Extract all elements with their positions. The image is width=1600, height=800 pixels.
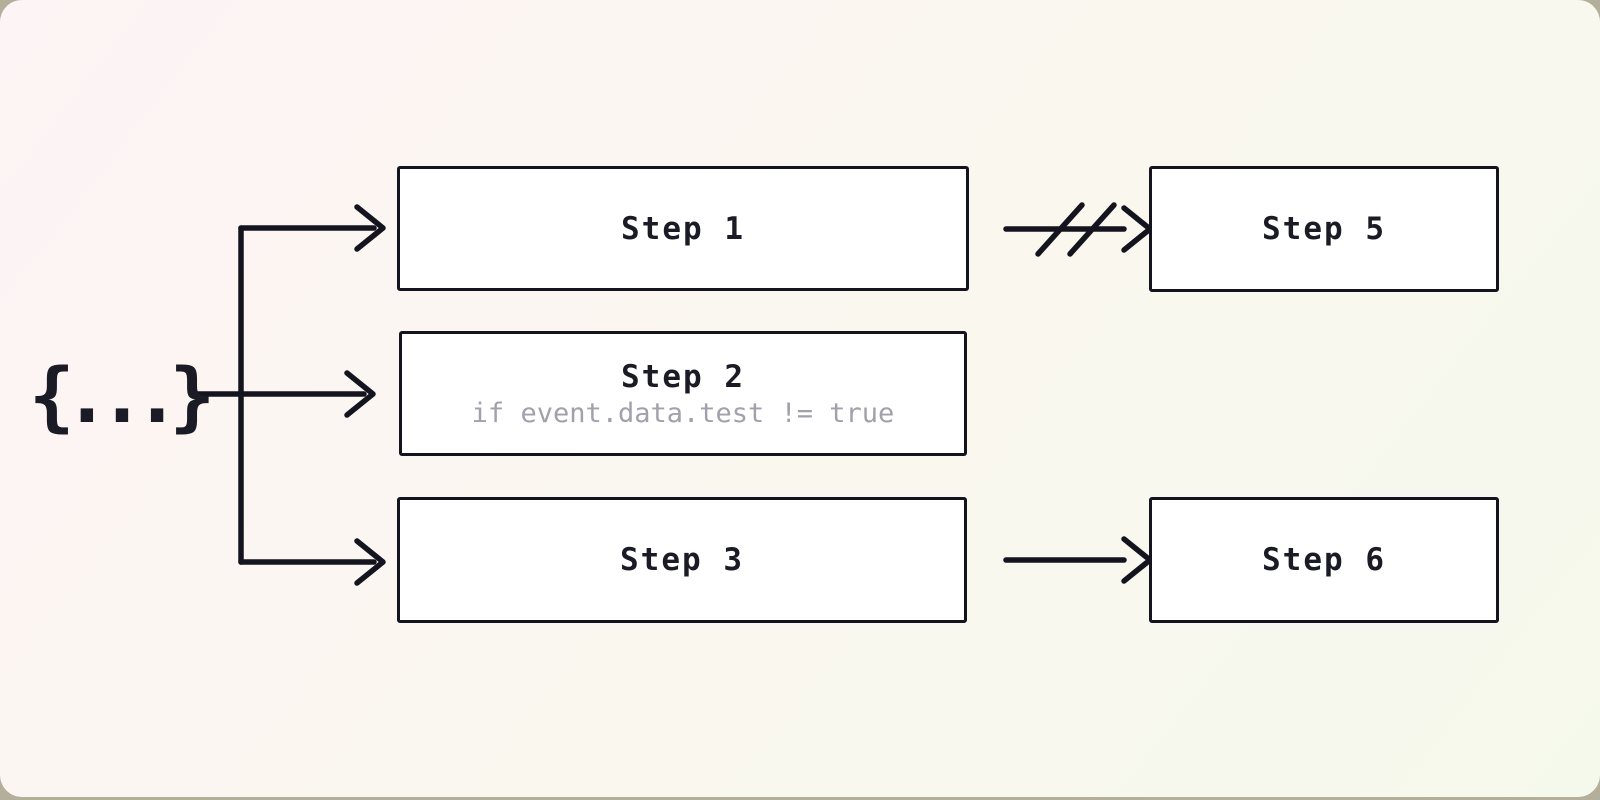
edge-source-step3-arrowhead-icon xyxy=(354,538,386,586)
node-step-5[interactable]: Step 5 xyxy=(1149,166,1499,292)
node-step-3[interactable]: Step 3 xyxy=(397,497,967,623)
edge-step3-step6 xyxy=(1003,536,1153,584)
edge-source-fanout xyxy=(191,204,386,586)
edge-source-step2-arrowhead-icon xyxy=(344,370,376,418)
node-step-1[interactable]: Step 1 xyxy=(397,166,969,291)
event-payload-source[interactable]: {...} xyxy=(28,350,215,440)
broken-link-slash-icon xyxy=(1035,202,1085,257)
node-title: Step 5 xyxy=(1262,211,1386,247)
broken-link-slash-icon xyxy=(1067,202,1117,257)
edge-step1-step5-arrowhead-icon xyxy=(1121,205,1153,253)
node-title: Step 2 xyxy=(621,358,745,395)
node-title: Step 3 xyxy=(620,542,744,578)
edge-step1-step5-broken xyxy=(1003,202,1153,257)
node-condition: if event.data.test != true xyxy=(471,397,895,429)
node-step-2[interactable]: Step 2 if event.data.test != true xyxy=(399,331,967,456)
node-step-6[interactable]: Step 6 xyxy=(1149,497,1499,623)
node-title: Step 6 xyxy=(1262,542,1386,578)
edge-step3-step6-arrowhead-icon xyxy=(1121,536,1153,584)
edge-source-step1-arrowhead-icon xyxy=(354,204,386,252)
node-title: Step 1 xyxy=(621,210,745,247)
